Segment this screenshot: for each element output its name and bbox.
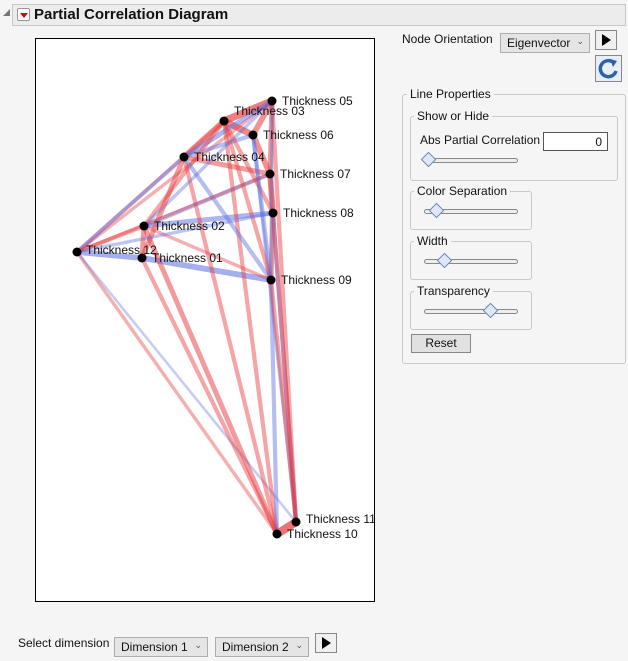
node-thickness-10[interactable] bbox=[272, 529, 282, 539]
node-label: Thickness 01 bbox=[152, 251, 223, 265]
edge-thickness-04-thickness-09 bbox=[181, 154, 274, 283]
node-thickness-07[interactable] bbox=[265, 169, 275, 179]
abs-partial-correlation-label: Abs Partial Correlation bbox=[420, 133, 541, 147]
edge-thickness-04-thickness-06 bbox=[181, 132, 256, 160]
edge-thickness-04-thickness-10 bbox=[181, 154, 280, 537]
edge-thickness-12-thickness-08 bbox=[75, 211, 275, 254]
node-orientation-select[interactable]: Eigenvector ⌄ bbox=[500, 33, 590, 53]
show-or-hide-group bbox=[410, 116, 618, 181]
select-dimension-label: Select dimension bbox=[18, 636, 110, 650]
edge-thickness-03-thickness-10 bbox=[221, 118, 280, 537]
node-thickness-02[interactable] bbox=[139, 221, 149, 231]
dimension-2-select[interactable]: Dimension 2 ⌄ bbox=[215, 637, 309, 657]
edge-thickness-12-thickness-02 bbox=[74, 223, 147, 255]
disclosure-icon[interactable] bbox=[3, 9, 10, 16]
edge-thickness-05-thickness-06 bbox=[250, 98, 275, 138]
apply-dimension-button[interactable] bbox=[315, 633, 337, 653]
edge-thickness-12-thickness-10 bbox=[75, 250, 279, 536]
slider-track[interactable] bbox=[424, 209, 518, 214]
edge-thickness-05-thickness-09 bbox=[269, 99, 274, 282]
edge-thickness-09-thickness-10 bbox=[268, 277, 280, 537]
report-header bbox=[12, 4, 626, 26]
node-thickness-05[interactable] bbox=[267, 96, 277, 106]
node-label: Thickness 11 bbox=[306, 512, 374, 526]
node-thickness-06[interactable] bbox=[248, 130, 258, 140]
chevron-down-icon: ⌄ bbox=[295, 640, 303, 650]
node-label: Thickness 12 bbox=[86, 243, 157, 257]
red-triangle-menu-icon[interactable] bbox=[17, 8, 30, 21]
refresh-icon bbox=[598, 58, 618, 79]
node-thickness-04[interactable] bbox=[179, 152, 189, 162]
line-properties-group bbox=[402, 94, 626, 364]
slider-track[interactable] bbox=[424, 158, 518, 163]
edge-thickness-07-thickness-11 bbox=[267, 171, 299, 525]
edge-thickness-01-thickness-04 bbox=[139, 154, 187, 261]
edge-thickness-12-thickness-03 bbox=[75, 119, 226, 254]
edge-thickness-02-thickness-07 bbox=[141, 171, 273, 229]
width-label: Width bbox=[414, 234, 451, 248]
edge-thickness-02-thickness-08 bbox=[141, 210, 276, 229]
edge-thickness-03-thickness-06 bbox=[220, 117, 257, 139]
transparency-label: Transparency bbox=[414, 284, 493, 298]
edge-thickness-09-thickness-11 bbox=[268, 277, 299, 525]
node-label: Thickness 06 bbox=[263, 128, 334, 142]
node-thickness-12[interactable] bbox=[72, 247, 82, 257]
abs-partial-correlation-input[interactable]: 0 bbox=[543, 132, 608, 151]
node-thickness-09[interactable] bbox=[266, 275, 276, 285]
node-label: Thickness 10 bbox=[287, 527, 358, 541]
line-properties-label: Line Properties bbox=[407, 87, 494, 101]
edge-thickness-12-thickness-11 bbox=[75, 250, 298, 524]
edge-thickness-03-thickness-08 bbox=[221, 118, 276, 216]
node-label: Thickness 08 bbox=[283, 206, 354, 220]
node-orientation-value: Eigenvector bbox=[507, 36, 571, 50]
node-label: Thickness 09 bbox=[281, 273, 352, 287]
node-thickness-08[interactable] bbox=[268, 208, 278, 218]
edge-thickness-12-thickness-07 bbox=[75, 172, 272, 254]
edge-thickness-01-thickness-02 bbox=[139, 223, 147, 261]
edge-thickness-02-thickness-03 bbox=[141, 118, 227, 229]
edge-thickness-01-thickness-09 bbox=[139, 255, 274, 283]
chevron-down-icon: ⌄ bbox=[576, 36, 584, 46]
edge-thickness-08-thickness-09 bbox=[268, 210, 276, 283]
chevron-down-icon: ⌄ bbox=[194, 640, 202, 650]
edge-thickness-04-thickness-05 bbox=[181, 98, 275, 160]
reset-button[interactable]: Reset bbox=[411, 334, 471, 353]
node-label: Thickness 04 bbox=[194, 150, 265, 164]
edge-thickness-05-thickness-11 bbox=[269, 98, 299, 525]
edge-thickness-12-thickness-04 bbox=[74, 154, 187, 255]
page-title: Partial Correlation Diagram bbox=[34, 6, 229, 23]
slider-track[interactable] bbox=[424, 309, 518, 314]
width-group bbox=[410, 241, 532, 280]
edge-thickness-08-thickness-11 bbox=[270, 210, 299, 525]
edge-thickness-04-thickness-07 bbox=[181, 154, 273, 177]
node-label: Thickness 05 bbox=[282, 94, 353, 108]
refresh-button[interactable] bbox=[595, 55, 622, 82]
edge-thickness-02-thickness-09 bbox=[142, 224, 273, 282]
dimension-2-value: Dimension 2 bbox=[222, 640, 289, 654]
edge-thickness-06-thickness-11 bbox=[251, 133, 298, 524]
edge-thickness-06-thickness-09 bbox=[250, 132, 274, 283]
dimension-1-select[interactable]: Dimension 1 ⌄ bbox=[114, 637, 208, 657]
edge-thickness-02-thickness-10 bbox=[141, 223, 280, 537]
node-label: Thickness 02 bbox=[154, 219, 225, 233]
slider-track[interactable] bbox=[424, 259, 518, 264]
node-thickness-01[interactable] bbox=[137, 253, 147, 263]
node-label: Thickness 07 bbox=[280, 167, 351, 181]
node-label: Thickness 03 bbox=[234, 104, 305, 118]
edge-thickness-07-thickness-08 bbox=[267, 171, 276, 216]
node-orientation-label: Node Orientation bbox=[402, 32, 493, 46]
edge-thickness-12-thickness-01 bbox=[74, 249, 145, 261]
edge-thickness-06-thickness-07 bbox=[250, 132, 273, 177]
edge-thickness-03-thickness-09 bbox=[221, 118, 274, 283]
edge-thickness-01-thickness-10 bbox=[139, 255, 280, 537]
node-thickness-03[interactable] bbox=[219, 116, 229, 126]
show-or-hide-label: Show or Hide bbox=[414, 109, 493, 123]
color-separation-label: Color Separation bbox=[414, 184, 511, 198]
node-thickness-11[interactable] bbox=[291, 517, 301, 527]
dimension-1-value: Dimension 1 bbox=[121, 640, 188, 654]
apply-arrow-button[interactable] bbox=[595, 30, 617, 50]
edge-thickness-05-thickness-07 bbox=[267, 98, 275, 177]
